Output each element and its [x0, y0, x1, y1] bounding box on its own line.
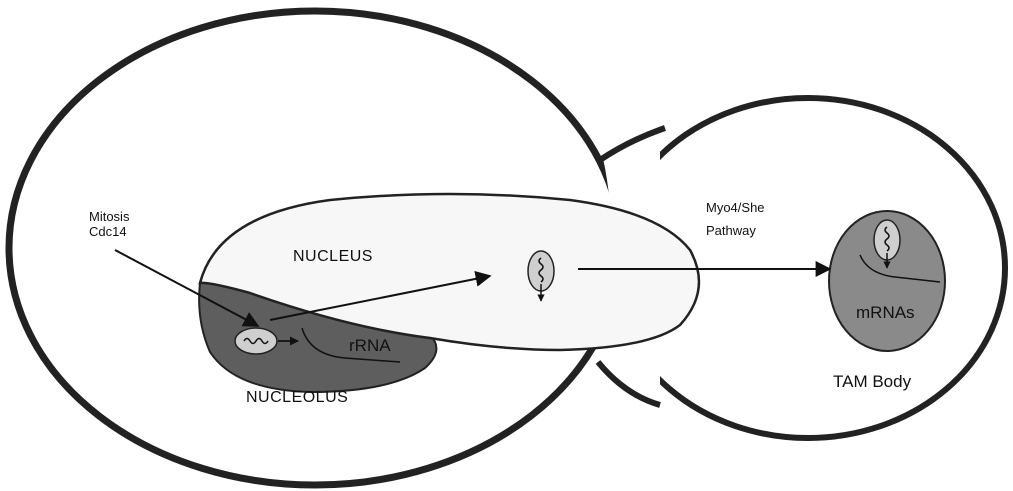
- label-pathway-line1: Myo4/She: [706, 200, 765, 215]
- label-mitosis: Mitosis: [89, 209, 130, 224]
- label-mrnas: mRNAs: [856, 303, 915, 322]
- label-rrna: rRNA: [349, 336, 391, 355]
- label-cdc14: Cdc14: [89, 224, 127, 239]
- label-nucleolus: NUCLEOLUS: [246, 389, 348, 406]
- label-tam-body: TAM Body: [833, 372, 912, 391]
- label-nucleus: NUCLEUS: [293, 248, 373, 265]
- label-pathway-line2: Pathway: [706, 223, 756, 238]
